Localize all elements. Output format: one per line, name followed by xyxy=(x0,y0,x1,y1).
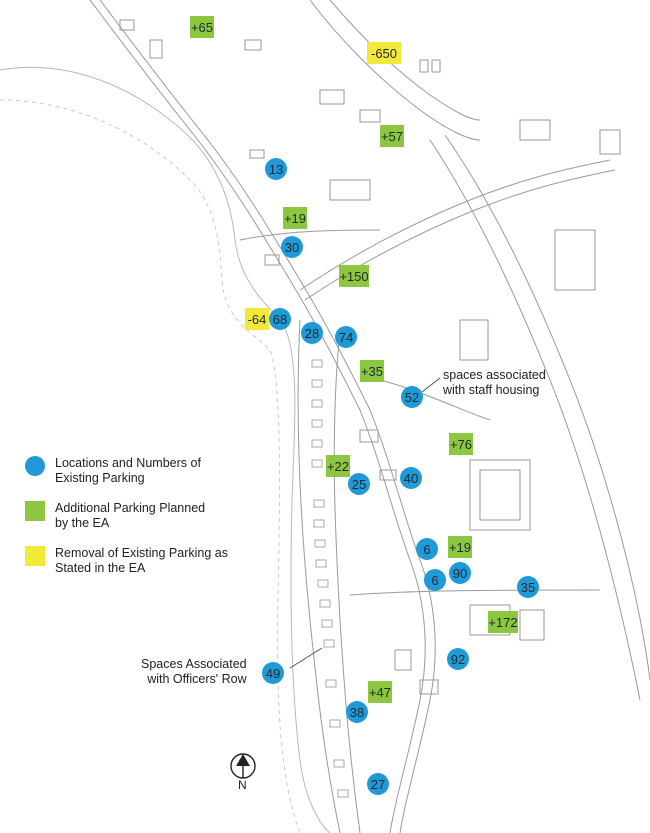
officers-row-annotation: Spaces Associated with Officers' Row xyxy=(141,657,247,686)
existing-parking-marker[interactable]: 6 xyxy=(416,538,438,560)
existing-parking-marker[interactable]: 28 xyxy=(301,322,323,344)
existing-parking-marker[interactable]: 68 xyxy=(269,308,291,330)
planned-parking-marker[interactable]: +19 xyxy=(283,207,307,229)
removal-parking-marker[interactable]: -64 xyxy=(245,308,269,330)
north-arrow-icon xyxy=(230,753,256,779)
legend-planned-swatch xyxy=(25,501,45,521)
existing-parking-marker[interactable]: 30 xyxy=(281,236,303,258)
removal-parking-marker[interactable]: -650 xyxy=(367,42,401,64)
north-label: N xyxy=(238,778,247,792)
existing-parking-marker[interactable]: 38 xyxy=(346,701,368,723)
planned-parking-marker[interactable]: +47 xyxy=(368,681,392,703)
planned-parking-marker[interactable]: +22 xyxy=(326,455,350,477)
legend-removal: Removal of Existing Parking as Stated in… xyxy=(25,546,228,576)
legend-removal-swatch xyxy=(25,546,45,566)
staff-housing-annotation: spaces associated with staff housing xyxy=(443,368,546,397)
existing-parking-marker[interactable]: 74 xyxy=(335,326,357,348)
existing-parking-marker[interactable]: 90 xyxy=(449,562,471,584)
legend-removal-label: Removal of Existing Parking as Stated in… xyxy=(55,546,228,575)
planned-parking-marker[interactable]: +150 xyxy=(339,265,369,287)
planned-parking-marker[interactable]: +19 xyxy=(448,536,472,558)
planned-parking-marker[interactable]: +57 xyxy=(380,125,404,147)
existing-parking-marker[interactable]: 25 xyxy=(348,473,370,495)
existing-parking-marker[interactable]: 6 xyxy=(424,569,446,591)
existing-parking-marker[interactable]: 49 xyxy=(262,662,284,684)
legend-existing-swatch xyxy=(25,456,45,476)
existing-parking-marker[interactable]: 40 xyxy=(400,467,422,489)
planned-parking-marker[interactable]: +35 xyxy=(360,360,384,382)
legend-planned-label: Additional Parking Planned by the EA xyxy=(55,501,206,530)
planned-parking-marker[interactable]: +65 xyxy=(190,16,214,38)
planned-parking-marker[interactable]: +76 xyxy=(449,433,473,455)
planned-parking-marker[interactable]: +172 xyxy=(488,611,518,633)
existing-parking-marker[interactable]: 35 xyxy=(517,576,539,598)
legend-planned: Additional Parking Planned by the EA xyxy=(25,501,205,531)
existing-parking-marker[interactable]: 52 xyxy=(401,386,423,408)
existing-parking-marker[interactable]: 13 xyxy=(265,158,287,180)
legend-existing: Locations and Numbers of Existing Parkin… xyxy=(25,456,201,486)
legend-existing-label: Locations and Numbers of Existing Parkin… xyxy=(55,456,201,485)
existing-parking-marker[interactable]: 27 xyxy=(367,773,389,795)
existing-parking-marker[interactable]: 92 xyxy=(447,648,469,670)
